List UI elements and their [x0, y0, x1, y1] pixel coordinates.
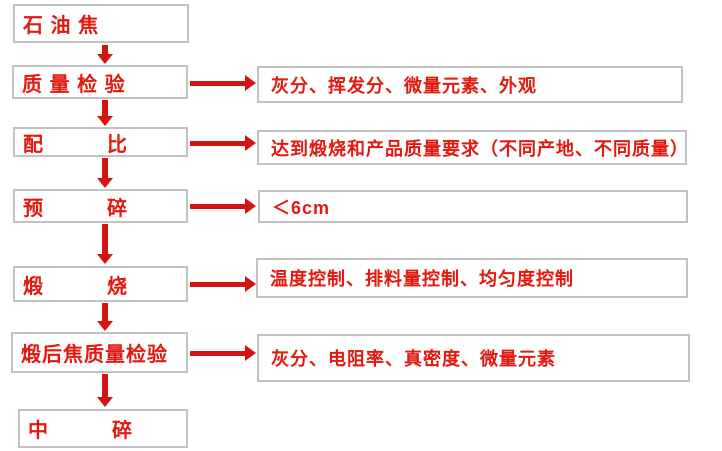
arrow-head: [245, 276, 256, 292]
down-arrow-icon: [97, 224, 113, 264]
arrow-head: [245, 135, 256, 151]
arrow-shaft: [190, 140, 245, 146]
step-box-medium-crushing: 中 碎: [18, 409, 188, 448]
arrow-head: [97, 178, 113, 188]
down-arrow-icon: [97, 45, 113, 64]
arrow-head: [97, 321, 113, 331]
down-arrow-icon: [97, 374, 113, 407]
step-box-calcination: 煅 烧: [13, 266, 188, 302]
arrow-shaft: [190, 203, 245, 209]
step-box-pre-crushing: 预 碎: [13, 189, 188, 223]
arrow-head: [97, 397, 113, 407]
note-box-blending-ratio: 达到煅烧和产品质量要求（不同产地、不同质量）: [257, 130, 688, 165]
down-arrow-icon: [97, 100, 113, 126]
arrow-head: [97, 54, 113, 64]
right-arrow-icon: [190, 198, 256, 214]
arrow-head: [97, 116, 113, 126]
step-box-calcined-coke-quality-inspection: 煅后焦质量检验: [11, 332, 188, 373]
arrow-head: [245, 345, 256, 361]
arrow-shaft: [190, 80, 245, 86]
arrow-shaft: [102, 100, 108, 116]
arrow-shaft: [102, 158, 108, 178]
note-box-calcined-coke-quality-inspection: 灰分、电阻率、真密度、微量元素: [257, 334, 690, 382]
arrow-head: [245, 198, 256, 214]
step-box-quality-inspection: 质 量 检 验: [12, 65, 188, 99]
arrow-shaft: [190, 281, 245, 287]
down-arrow-icon: [97, 303, 113, 331]
right-arrow-icon: [190, 75, 256, 91]
arrow-head: [97, 254, 113, 264]
arrow-head: [245, 75, 256, 91]
right-arrow-icon: [190, 276, 256, 292]
step-box-blending-ratio: 配 比: [13, 127, 188, 157]
right-arrow-icon: [190, 345, 256, 361]
step-box-petroleum-coke: 石 油 焦: [13, 4, 189, 43]
note-box-calcination: 温度控制、排料量控制、均匀度控制: [256, 258, 688, 298]
arrow-shaft: [102, 45, 108, 54]
down-arrow-icon: [97, 158, 113, 188]
arrow-shaft: [102, 303, 108, 321]
note-box-quality-inspection: 灰分、挥发分、微量元素、外观: [257, 66, 683, 103]
arrow-shaft: [102, 374, 108, 397]
arrow-shaft: [102, 224, 108, 254]
right-arrow-icon: [190, 135, 256, 151]
note-box-pre-crushing: ＜6cm: [258, 190, 688, 223]
arrow-shaft: [190, 350, 245, 356]
